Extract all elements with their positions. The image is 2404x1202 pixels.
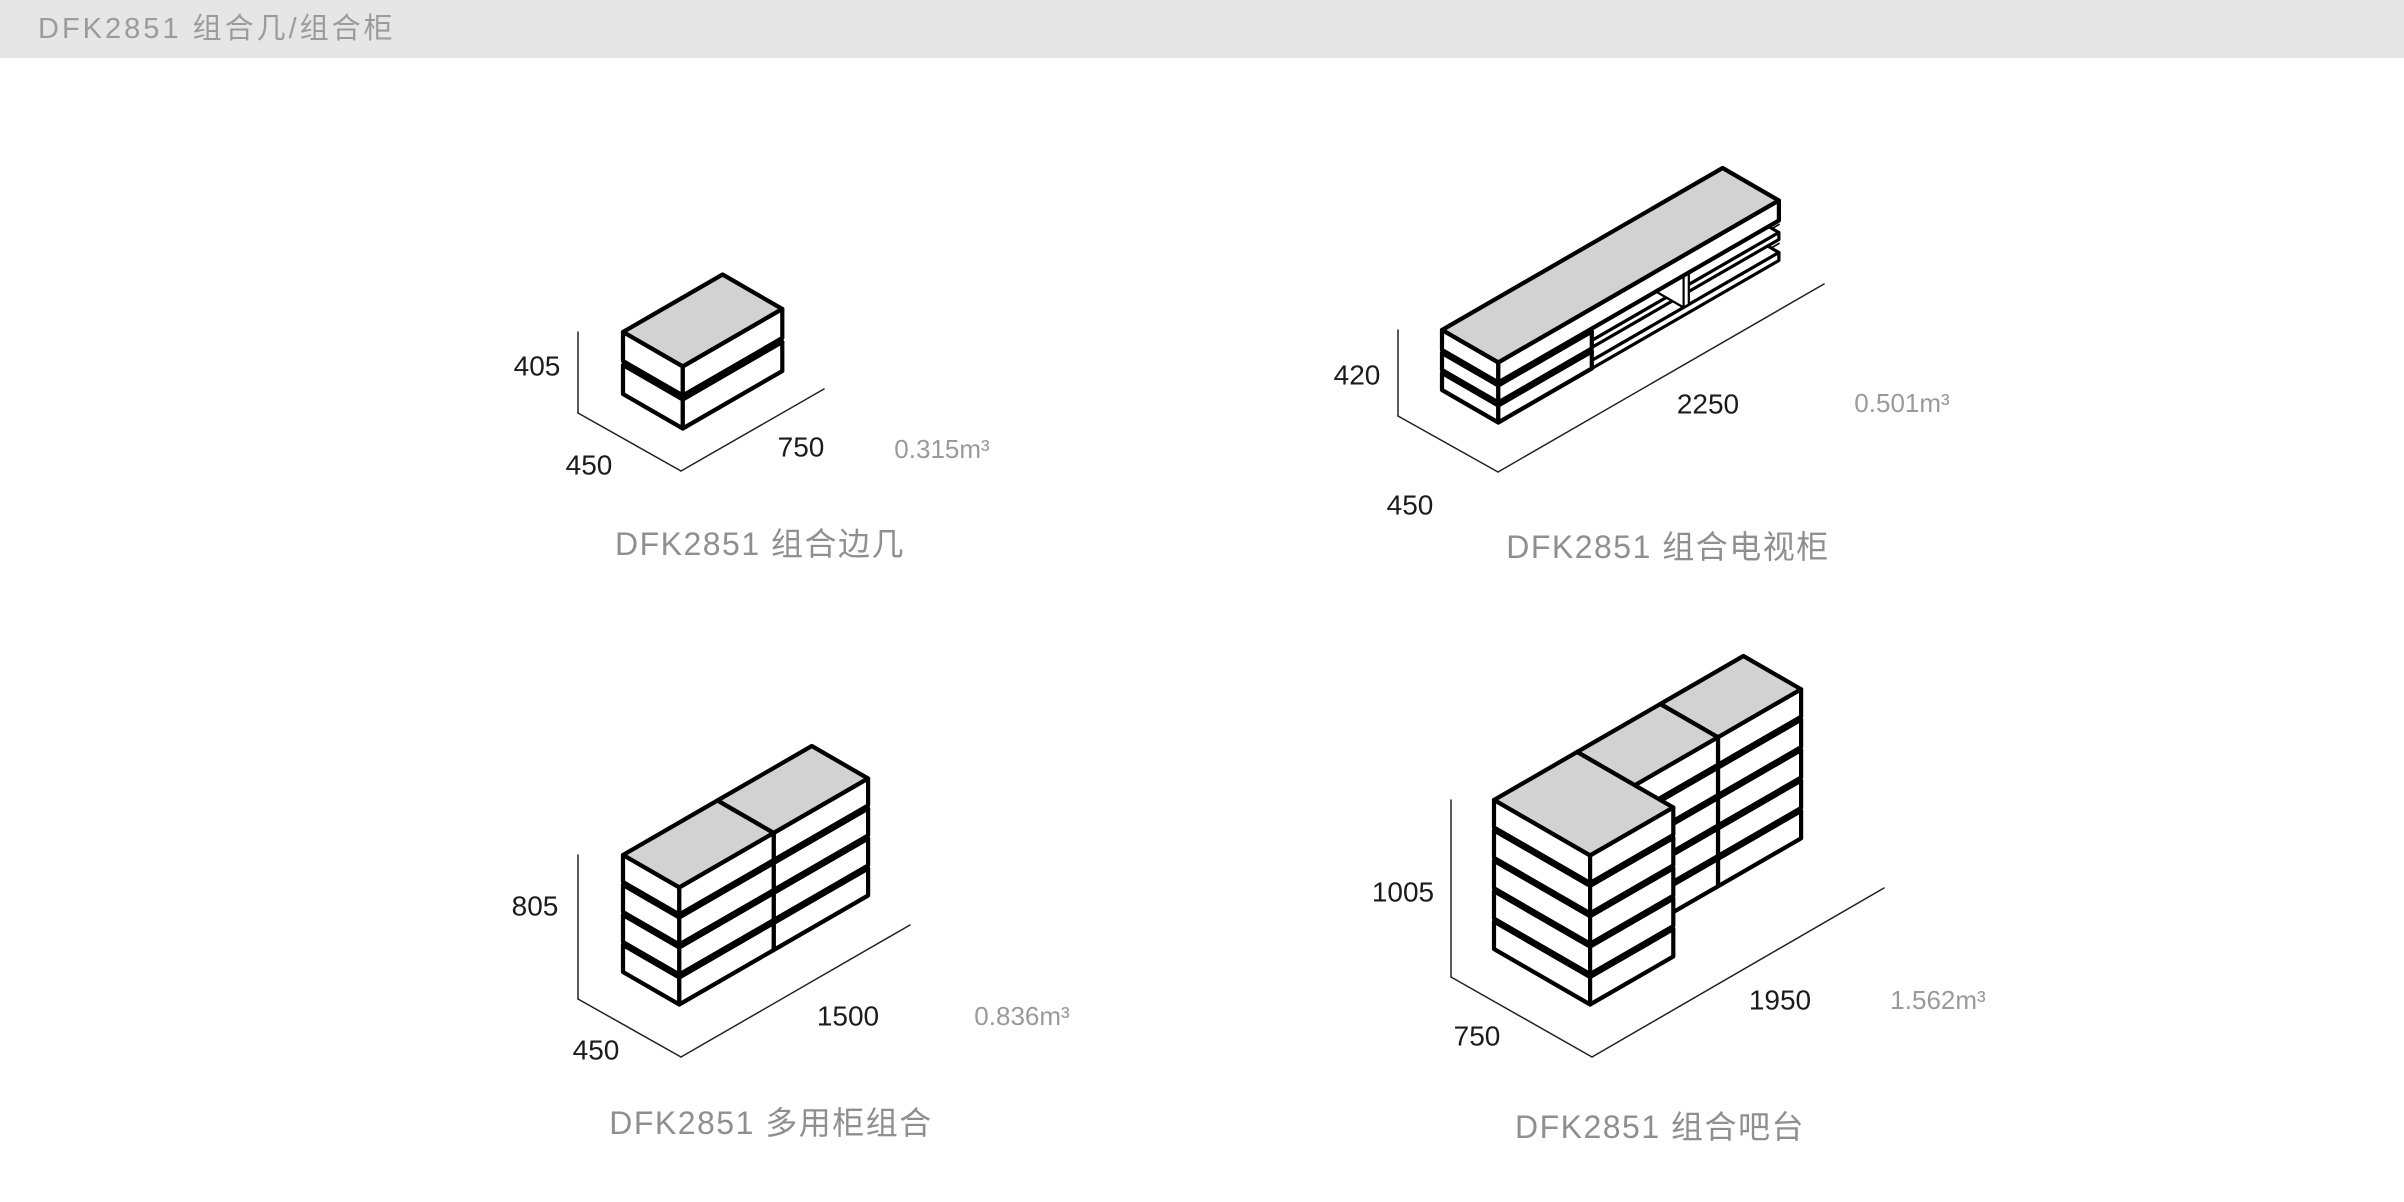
volume-label: 1.562m³ (1890, 985, 1986, 1015)
height-dim-label: 1005 (1372, 877, 1434, 908)
box-front-face (1496, 198, 1782, 385)
box-front-face (677, 920, 776, 1007)
item-name-utility-cabinet-combo: DFK2851 多用柜组合 (609, 1105, 933, 1141)
width-dimension-line (1591, 887, 1885, 1058)
box-front-face (1587, 926, 1676, 1007)
drawing-utility-cabinet-combo: 805 450 1500 0.836m³ (512, 743, 1070, 1066)
box-front-face (1587, 896, 1676, 977)
width-dim-label: 1950 (1749, 985, 1811, 1016)
width-dimension-line (1497, 283, 1825, 473)
box-front-face (1587, 805, 1676, 886)
box-front-face (1587, 866, 1676, 946)
box-front-face (1496, 329, 1594, 405)
box-front-face (677, 860, 776, 947)
box-front-face (1496, 349, 1594, 425)
depth-dimension-line (1397, 415, 1499, 473)
height-dim-label: 805 (512, 891, 559, 922)
page-header: DFK2851 组合几/组合柜 (0, 0, 2404, 58)
item-name-bar-counter-combo: DFK2851 组合吧台 (1514, 1109, 1806, 1145)
drawing-tv-cabinet-combo: 420 450 2250 0.501m³ (1334, 165, 1950, 521)
depth-dim-label: 450 (566, 450, 613, 481)
width-dimension-line (680, 388, 825, 472)
item-name-side-table-combo: DFK2851 组合边几 (614, 526, 906, 562)
page-title: DFK2851 组合几/组合柜 (38, 13, 396, 45)
box-front-face (680, 306, 785, 398)
depth-dimension-line (577, 998, 682, 1058)
box-front-face (677, 890, 776, 977)
drawing-side-table-combo: 405 450 750 0.315m³ (514, 272, 990, 481)
volume-label: 0.315m³ (894, 434, 990, 464)
depth-dim-label: 450 (573, 1035, 620, 1066)
box-front-face (677, 830, 776, 917)
width-dim-label: 750 (778, 432, 825, 463)
box-front-face (1587, 835, 1676, 916)
height-dim-label: 405 (514, 351, 561, 382)
depth-dim-label: 750 (1454, 1021, 1501, 1052)
width-dim-label: 1500 (817, 1001, 879, 1032)
height-dim-label: 420 (1334, 360, 1381, 391)
volume-label: 0.836m³ (974, 1001, 1070, 1031)
box-front-face (680, 339, 785, 431)
depth-dim-label: 450 (1387, 490, 1434, 521)
box-front-face (1682, 271, 1690, 309)
width-dim-label: 2250 (1677, 389, 1739, 420)
item-name-tv-cabinet-combo: DFK2851 组合电视柜 (1506, 529, 1830, 565)
width-dimension-line (680, 924, 911, 1058)
volume-label: 0.501m³ (1854, 388, 1950, 418)
depth-dimension-line (1450, 976, 1593, 1058)
depth-dimension-line (577, 412, 682, 472)
drawing-bar-counter-combo: 1005 750 1950 1.562m³ (1372, 653, 1986, 1058)
